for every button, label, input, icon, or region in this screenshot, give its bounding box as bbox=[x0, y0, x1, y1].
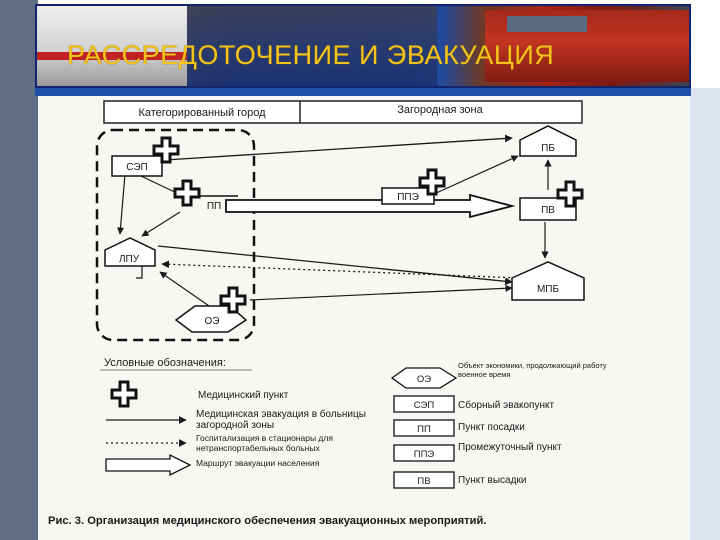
code-oe-desc-wrap: Объект экономики, продолжающий работу во… bbox=[458, 362, 607, 379]
legend-codes: ОЭ Объект экономики, продолжающий работу… bbox=[390, 362, 607, 489]
legend-item-medical-point: Медицинский пункт bbox=[198, 390, 289, 401]
medical-cross-icon bbox=[173, 179, 201, 207]
fire-truck-windows bbox=[507, 16, 587, 32]
code-oe: ОЭ bbox=[417, 374, 431, 385]
legend-item-medical-evacuation: Медицинская эвакуация в больницы загород… bbox=[196, 409, 366, 431]
node-mpb-label: МПБ bbox=[537, 284, 560, 295]
legend-route-arrow bbox=[105, 453, 192, 477]
code-oe-desc: Объект экономики, продолжающий работу во… bbox=[458, 362, 607, 379]
legend-item-evac-route: Маршрут эвакуации населения bbox=[196, 459, 320, 468]
arrow-pp-to-lpu bbox=[141, 211, 181, 237]
figure-caption: Рис. 3. Организация медицинского обеспеч… bbox=[48, 515, 487, 527]
node-mpb: МПБ bbox=[511, 261, 585, 301]
node-ppe-box bbox=[381, 187, 435, 205]
banner-underline bbox=[35, 88, 691, 96]
arrow-ppe-to-pb bbox=[433, 155, 519, 195]
ambulance-photo bbox=[37, 6, 187, 86]
code-pp-desc: Пункт посадки bbox=[458, 422, 525, 433]
zone-suburban-label: Загородная зона bbox=[397, 104, 483, 116]
legend-item-evacuation-wrap: Медицинская эвакуация в больницы загород… bbox=[196, 409, 366, 431]
zone-header-box bbox=[103, 100, 583, 124]
code-sep-desc: Сборный эвакопункт bbox=[458, 399, 554, 411]
node-pb: ПБ bbox=[519, 125, 577, 157]
node-oe-label: ОЭ bbox=[205, 316, 220, 327]
slide-title: РАССРЕДОТОЧЕНИЕ И ЭВАКУАЦИЯ bbox=[67, 40, 555, 70]
node-pv: ПВ bbox=[519, 197, 577, 221]
node-pv-label: ПВ bbox=[541, 205, 555, 216]
code-pv-desc: Пункт высадки bbox=[458, 475, 526, 486]
arrow-sep-to-lpu bbox=[116, 173, 126, 235]
node-lpu-shape bbox=[104, 237, 156, 267]
code-pp: ПП bbox=[417, 424, 431, 435]
arrow-sep-to-pb bbox=[164, 134, 513, 161]
legend-item-hospitalization-wrap: Госпитализация в стационары для нетрансп… bbox=[196, 434, 333, 453]
arrow-lpu-to-mpb bbox=[157, 245, 513, 286]
node-pp-label: ПП bbox=[207, 201, 221, 212]
ambulance-stripe bbox=[37, 52, 187, 60]
code-pv-box bbox=[393, 471, 455, 489]
node-mpb-shape bbox=[511, 261, 585, 301]
node-lpu-tail bbox=[136, 266, 143, 279]
code-ppe-box bbox=[393, 444, 455, 462]
zone-city-label: Категорированный город bbox=[138, 107, 266, 119]
code-ppe-desc-wrap: Промежуточный пункт bbox=[458, 442, 562, 453]
node-pp: ПП bbox=[200, 195, 238, 212]
legend-heading: Условные обозначения: bbox=[104, 357, 226, 369]
legend-item-hospitalization: Госпитализация в стационары для нетрансп… bbox=[196, 434, 333, 453]
code-sep: СЭП bbox=[414, 400, 435, 411]
node-lpu: ЛПУ bbox=[104, 237, 156, 279]
firefighters-photo bbox=[187, 6, 437, 86]
node-pb-label: ПБ bbox=[541, 143, 555, 154]
node-sep: СЭП bbox=[111, 155, 163, 177]
node-pb-shape bbox=[519, 125, 577, 157]
right-margin bbox=[690, 88, 720, 540]
arrow-oe-to-mpb bbox=[249, 284, 513, 301]
code-ppe: ППЭ bbox=[414, 449, 435, 460]
arrow-oe-to-lpu bbox=[159, 271, 213, 309]
node-pv-box bbox=[519, 197, 577, 221]
code-pp-box bbox=[393, 419, 455, 437]
code-pv: ПВ bbox=[417, 476, 430, 487]
code-ppe-desc: Промежуточный пункт bbox=[458, 442, 562, 453]
left-sidebar bbox=[0, 0, 38, 540]
code-oe-shape bbox=[390, 367, 458, 389]
code-sep-box bbox=[393, 395, 455, 413]
node-lpu-label: ЛПУ bbox=[119, 254, 140, 265]
legend-item-route-wrap: Маршрут эвакуации населения bbox=[196, 459, 320, 468]
arrow-mpb-to-lpu bbox=[161, 260, 521, 279]
title-banner: РАССРЕДОТОЧЕНИЕ И ЭВАКУАЦИЯ bbox=[35, 4, 691, 88]
legend-medical-cross-icon bbox=[110, 380, 138, 408]
connection-arrows bbox=[116, 134, 552, 309]
evacuation-route-arrow bbox=[225, 193, 516, 219]
legend: Условные обозначения: Медицинский пункт … bbox=[100, 357, 366, 477]
node-sep-box bbox=[111, 155, 163, 177]
node-sep-label: СЭП bbox=[126, 162, 147, 173]
zone-header: Категорированный город Загородная зона bbox=[103, 100, 583, 124]
node-ppe: ППЭ bbox=[381, 187, 435, 205]
node-ppe-label: ППЭ bbox=[397, 192, 419, 203]
